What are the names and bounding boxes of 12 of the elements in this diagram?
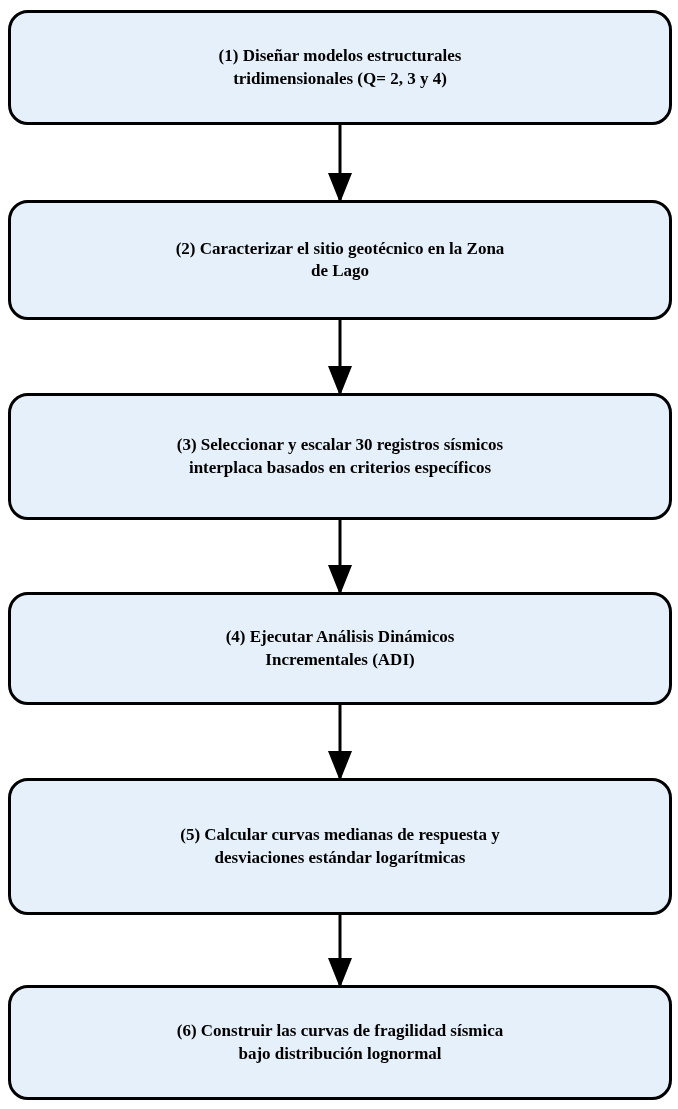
process-box: [8, 200, 672, 320]
process-box: [8, 393, 672, 520]
step-text: (4) Ejecutar Análisis Dinámicos Incrementales (ADI): [224, 626, 456, 671]
process-box: [8, 985, 672, 1100]
step-text: (5) Calcular curvas medianas de respuesta y desviaciones estándar logarítmicas: [179, 824, 501, 869]
process-box: [8, 10, 672, 125]
process-box: [8, 778, 672, 915]
step-text: (2) Caracterizar el sitio geotécnico en la Zona de Lago: [175, 237, 505, 282]
process-box: [8, 592, 672, 705]
step-text: (3) Seleccionar y escalar 30 registros sísmicos interplaca basados en criterios específicos: [175, 434, 505, 479]
step-text: (1) Diseñar modelos estructurales tridimensionales (Q= 2, 3 y 4): [217, 45, 463, 90]
step-text: (6) Construir las curvas de fragilidad sísmica bajo distribución lognormal: [175, 1020, 505, 1065]
